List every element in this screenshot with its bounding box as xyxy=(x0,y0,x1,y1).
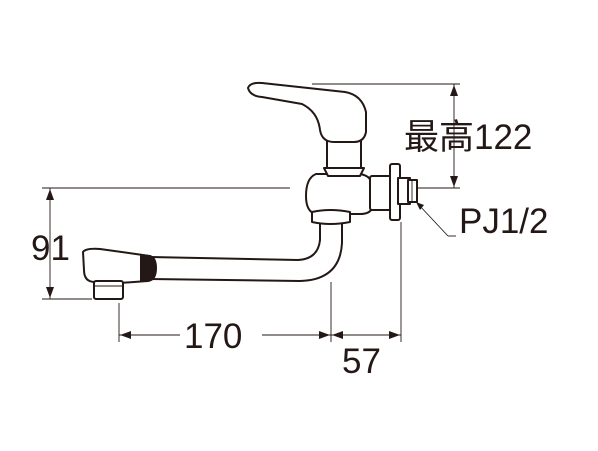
spout-pipe xyxy=(149,219,343,282)
wall-offset-label: 57 xyxy=(342,342,381,381)
spout-length-label: 170 xyxy=(184,317,242,356)
cartridge-collar xyxy=(323,139,365,177)
outlet-height-label: 91 xyxy=(31,229,70,268)
dimension-horizontal xyxy=(118,222,402,342)
dimension-outlet-height xyxy=(42,187,290,300)
connection-leader xyxy=(416,202,456,237)
wall-connection xyxy=(369,163,418,221)
connection-label: PJ1/2 xyxy=(459,202,549,241)
spout-outlet-head xyxy=(82,247,157,300)
max-height-label: 最高122 xyxy=(404,118,532,157)
faucet-outline xyxy=(82,81,418,300)
lever-handle xyxy=(247,81,367,143)
dimension-max-height xyxy=(312,83,460,189)
mixer-body xyxy=(305,173,373,225)
